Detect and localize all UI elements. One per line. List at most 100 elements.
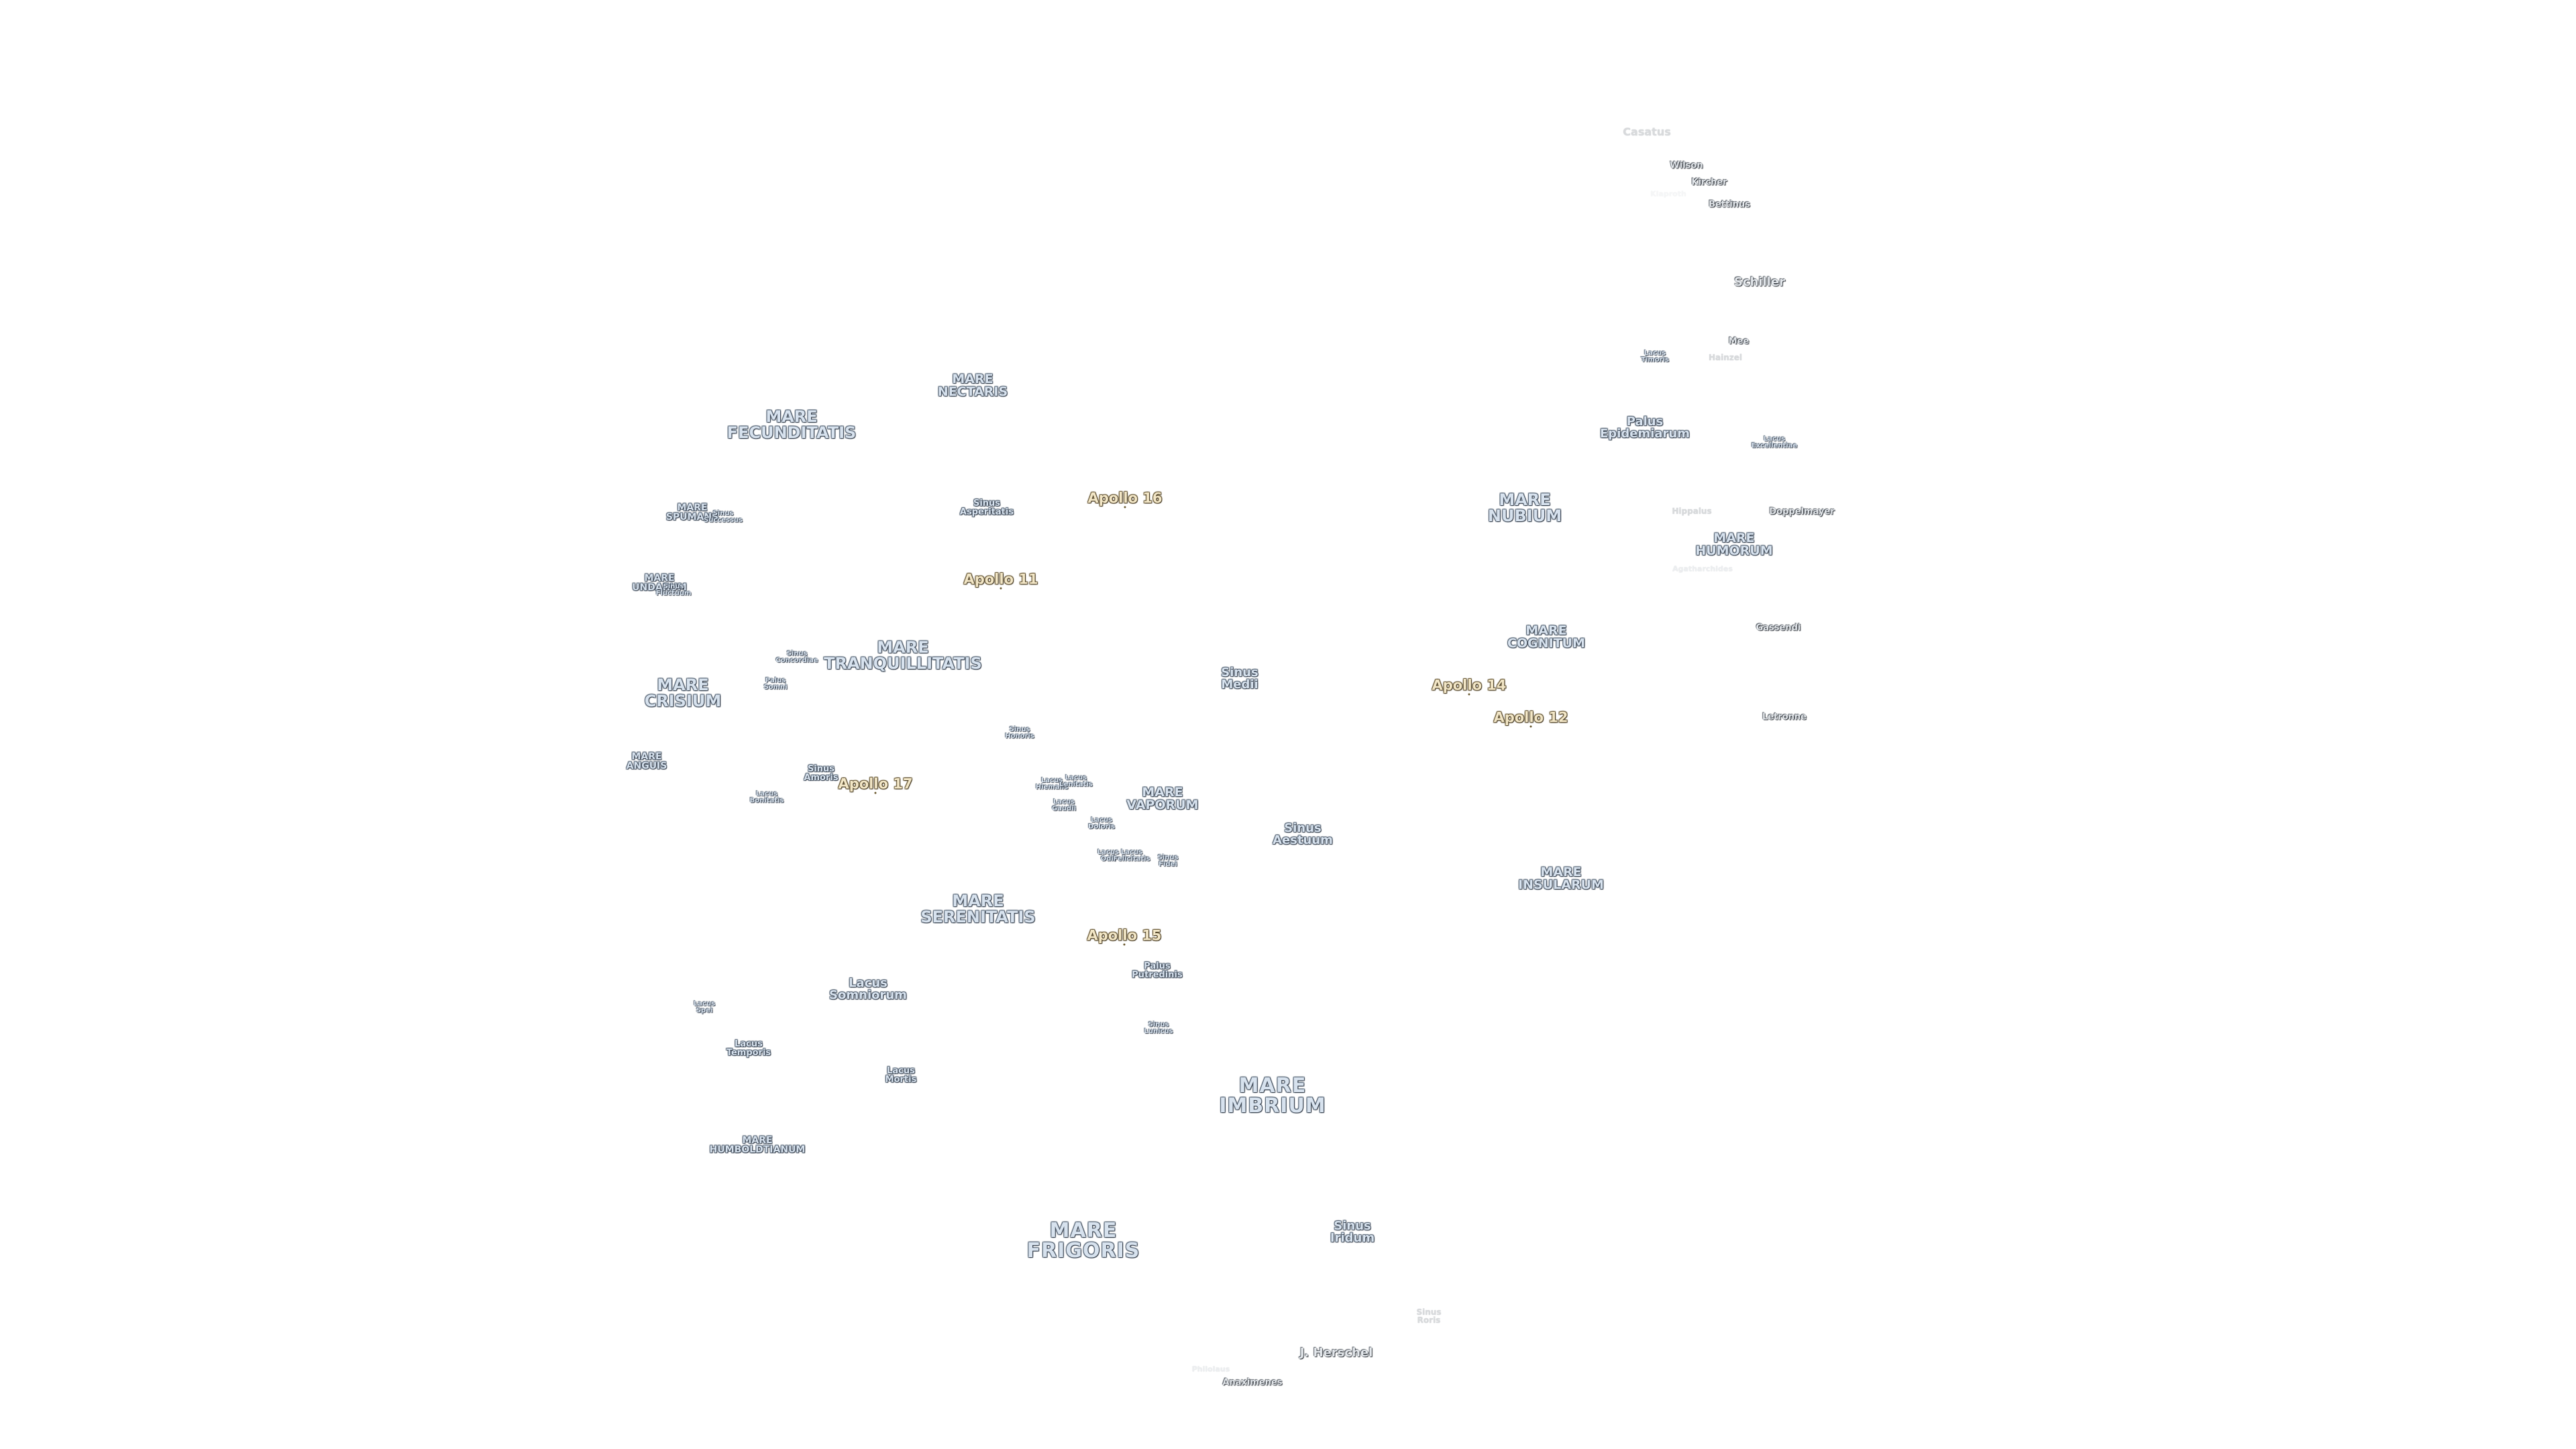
label-anaximenes: Anaximenes bbox=[1222, 1379, 1282, 1387]
label-line: Lenitatis bbox=[1059, 781, 1093, 788]
label-line: Temporis bbox=[726, 1048, 771, 1058]
label-apollo-14[interactable]: Apollo 14 bbox=[1432, 678, 1507, 696]
label-line: Fluctuum bbox=[655, 590, 692, 597]
label-line: Klaproth bbox=[1650, 189, 1686, 199]
label-lacus-hiemalis: Lacus Hiemalis bbox=[1036, 777, 1069, 791]
label-line: Spei bbox=[696, 1007, 713, 1014]
label-bettinus: Bettinus bbox=[1709, 201, 1750, 209]
label-lacus-somniorum: Lacus Somniorum bbox=[829, 977, 907, 1002]
label-line: MARE bbox=[1142, 785, 1183, 800]
label-doppelmayer: Doppelmayer bbox=[1769, 508, 1834, 517]
label-line: Asperitatis bbox=[959, 507, 1014, 517]
label-apollo-15[interactable]: Apollo 15 bbox=[1087, 927, 1162, 946]
label-line: MARE bbox=[644, 573, 675, 584]
label-sinus-fidei: Sinus Fidei bbox=[1158, 855, 1179, 868]
label-line: Apollo 17 bbox=[838, 775, 913, 792]
label-line: MARE bbox=[952, 892, 1004, 910]
label-lacus-mortis: Lacus Mortis bbox=[885, 1067, 917, 1084]
label-line: MARE bbox=[877, 638, 929, 657]
label-line: Lacus bbox=[849, 976, 888, 990]
label-apollo-11[interactable]: Apollo 11 bbox=[963, 571, 1038, 590]
label-line: Lacus bbox=[693, 1000, 716, 1008]
label-line: SPUMANS bbox=[665, 512, 719, 523]
label-mare-frigoris: MARE FRIGORIS bbox=[1027, 1221, 1140, 1261]
label-line: Successus bbox=[704, 517, 743, 524]
landing-site-marker bbox=[1123, 943, 1126, 946]
label-mare-anguis: MARE ANGUIS bbox=[627, 752, 667, 771]
label-palus-somni: Palus Somni bbox=[763, 678, 787, 691]
label-line: Sinus bbox=[973, 498, 1001, 508]
label-line: Honoris bbox=[1005, 733, 1034, 740]
label-mare-insularum: MARE INSULARUM bbox=[1518, 866, 1604, 892]
label-sinus-roris: Sinus Roris bbox=[1417, 1308, 1442, 1324]
label-line: Sinus bbox=[1334, 1219, 1371, 1233]
label-line: MARE bbox=[1238, 1074, 1307, 1097]
label-line: Lacus bbox=[1120, 849, 1143, 856]
label-palus-epidemiarum: Palus Epidemiarum bbox=[1600, 416, 1690, 440]
label-line: MARE bbox=[952, 372, 994, 386]
label-line: Kircher bbox=[1691, 177, 1727, 188]
label-sinus-concordiae: Sinus Concordiae bbox=[775, 651, 818, 664]
label-apollo-12[interactable]: Apollo 12 bbox=[1493, 710, 1568, 728]
label-line: Bettinus bbox=[1709, 199, 1750, 210]
label-line: Lacus bbox=[1065, 774, 1087, 782]
label-line: Lacus bbox=[755, 790, 778, 798]
landing-site-marker bbox=[1468, 693, 1470, 696]
label-line: FRIGORIS bbox=[1026, 1239, 1140, 1263]
label-line: Sinus bbox=[1009, 726, 1030, 733]
label-line: Anaximenes bbox=[1222, 1377, 1283, 1388]
label-lacus-bonitatis: Lacus Bonitatis bbox=[750, 791, 784, 804]
label-palus-putredinis: Palus Putredinis bbox=[1132, 962, 1182, 979]
label-sinus-successus: Sinus Successus bbox=[704, 511, 743, 524]
label-sinus-honoris: Sinus Honoris bbox=[1005, 727, 1034, 740]
label-lacus-lenitatis: Lacus Lenitatis bbox=[1059, 775, 1092, 788]
label-mare-serenitatis: MARE SERENITATIS bbox=[920, 893, 1035, 925]
label-line: Putredinis bbox=[1132, 970, 1183, 980]
label-mare-undarum: MARE UNDARUM bbox=[632, 574, 687, 592]
label-line: Lacus bbox=[1763, 435, 1786, 443]
label-line: Apollo 16 bbox=[1087, 490, 1163, 506]
label-line: Excellentiae bbox=[1751, 442, 1798, 449]
label-lacus-gaudii: Lacus Gaudii bbox=[1052, 799, 1076, 812]
label-line: Aestuum bbox=[1273, 833, 1333, 847]
label-lacus-temporis: Lacus Temporis bbox=[727, 1040, 771, 1057]
label-line: Somniorum bbox=[829, 988, 907, 1002]
label-lacus-timoris: Lacus Timoris bbox=[1641, 350, 1669, 364]
label-lacus-felicitatis: Lacus Felicitatis bbox=[1113, 849, 1150, 863]
label-line: Apollo 15 bbox=[1087, 927, 1162, 944]
label-line: Lacus bbox=[1053, 798, 1075, 806]
label-schiller: Schiller bbox=[1734, 276, 1785, 288]
label-line: MARE bbox=[677, 502, 708, 513]
label-lacus-odii: Lacus Odii bbox=[1097, 849, 1119, 863]
label-line: ANGUIS bbox=[626, 761, 667, 771]
label-line: UNDARUM bbox=[632, 582, 687, 593]
label-line: Lacus bbox=[887, 1066, 915, 1076]
label-line: Lacus bbox=[1040, 777, 1063, 784]
label-line: MARE bbox=[742, 1135, 773, 1146]
label-line: Wilson bbox=[1670, 160, 1703, 171]
label-apollo-17[interactable]: Apollo 17 bbox=[838, 775, 913, 794]
label-lacus-excellentiae: Lacus Excellentiae bbox=[1752, 436, 1798, 449]
label-line: MARE bbox=[765, 407, 818, 426]
label-line: HUMORUM bbox=[1695, 543, 1773, 558]
label-line: Sinus bbox=[1416, 1307, 1442, 1317]
label-line: Palus bbox=[1626, 415, 1664, 429]
label-line: Lacus bbox=[1090, 816, 1113, 824]
label-mare-humboldtianum: MARE HUMBOLDTIANUM bbox=[710, 1136, 806, 1155]
label-line: Bonitatis bbox=[749, 797, 784, 804]
label-line: Roris bbox=[1417, 1316, 1441, 1325]
label-agatharchides: Agatharchides bbox=[1672, 566, 1733, 573]
label-line: TRANQUILLITATIS bbox=[824, 654, 982, 673]
label-line: Lacus bbox=[1097, 849, 1120, 856]
label-line: Hippalus bbox=[1672, 506, 1712, 516]
label-line: Amoris bbox=[804, 773, 839, 783]
label-sinus-fluctuum: Sinus Fluctuum bbox=[656, 584, 692, 597]
label-line: Apollo 11 bbox=[963, 571, 1038, 588]
label-line: Mortis bbox=[885, 1075, 917, 1085]
label-mare-cognitum: MARE COGNITUM bbox=[1507, 625, 1585, 650]
label-apollo-16[interactable]: Apollo 16 bbox=[1087, 490, 1163, 508]
label-line: SERENITATIS bbox=[920, 908, 1036, 926]
label-line: Palus bbox=[1144, 961, 1171, 971]
label-mare-humorum: MARE HUMORUM bbox=[1695, 532, 1772, 557]
